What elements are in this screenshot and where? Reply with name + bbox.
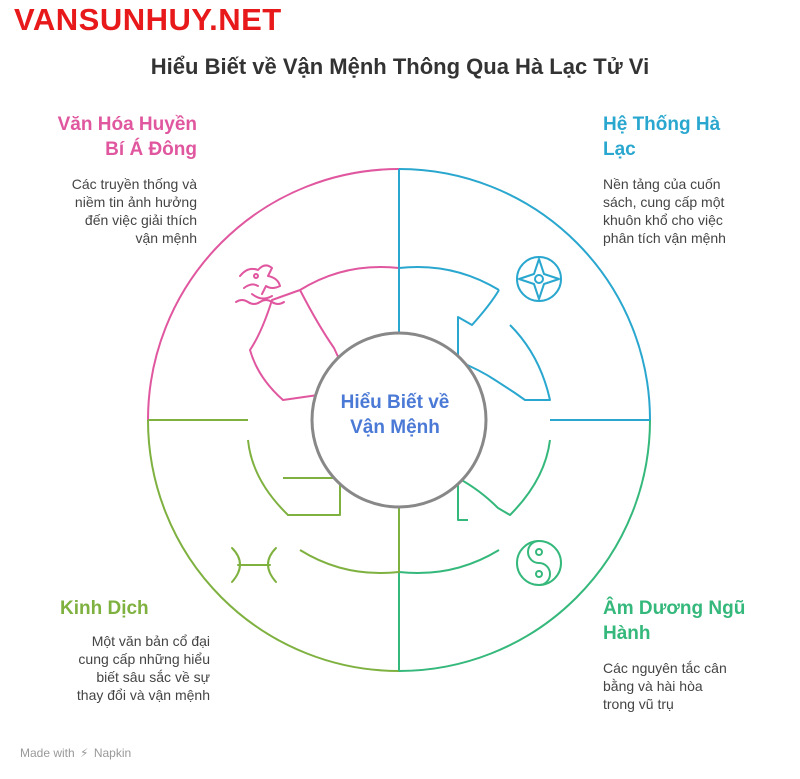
center-ring — [310, 331, 488, 509]
section-i-ching-desc: Một văn bản cổ đại cung cấp những hiểu b… — [76, 633, 210, 703]
outer-arc-bottom-right — [398, 419, 651, 672]
arrow-top-right — [398, 265, 551, 401]
pisces-icon — [231, 547, 277, 583]
yin-yang-icon — [516, 540, 562, 586]
compass-icon — [516, 256, 562, 302]
site-watermark: VANSUNHUY.NET — [14, 2, 282, 37]
section-i-ching: Kinh Dịch — [60, 596, 220, 621]
made-with-label: Made with — [20, 746, 75, 760]
center-label: Hiểu Biết về Vận Mệnh — [305, 390, 485, 440]
section-yin-yang-five-elements-desc: Các nguyên tắc cân bằng và hài hòa trong… — [603, 660, 727, 712]
napkin-logo-icon: ⚡ — [80, 746, 89, 760]
center-label-line1: Hiểu Biết về — [340, 392, 450, 413]
outer-arc-top-right — [398, 168, 651, 421]
center-label-line2: Vận Mệnh — [350, 417, 440, 438]
page-title: Hiểu Biết về Vận Mệnh Thông Qua Hà Lạc T… — [150, 54, 650, 79]
napkin-brand: Napkin — [93, 746, 132, 760]
section-yin-yang-five-elements: Âm Dương Ngũ Hành — [603, 596, 783, 646]
section-title: Văn Hóa Huyền Bí Á Đông — [57, 114, 197, 160]
outer-arc-top-left — [147, 168, 400, 421]
made-with-footer[interactable]: Made with ⚡ Napkin — [20, 746, 131, 760]
section-title: Âm Dương Ngũ Hành — [603, 598, 746, 644]
section-eastern-culture-desc: Các truyền thống và niềm tin ảnh hưởng đ… — [71, 176, 197, 246]
outer-arc-bottom-left — [147, 419, 400, 672]
dragon-icon — [235, 264, 285, 305]
section-ha-lac-system: Hệ Thống Hà Lạc — [603, 112, 783, 162]
section-title: Kinh Dịch — [60, 598, 149, 619]
section-title: Hệ Thống Hà Lạc — [603, 114, 721, 160]
section-ha-lac-system-desc: Nền tảng của cuốn sách, cung cấp một khu… — [603, 176, 726, 246]
section-eastern-culture: Văn Hóa Huyền Bí Á Đông — [20, 112, 197, 162]
